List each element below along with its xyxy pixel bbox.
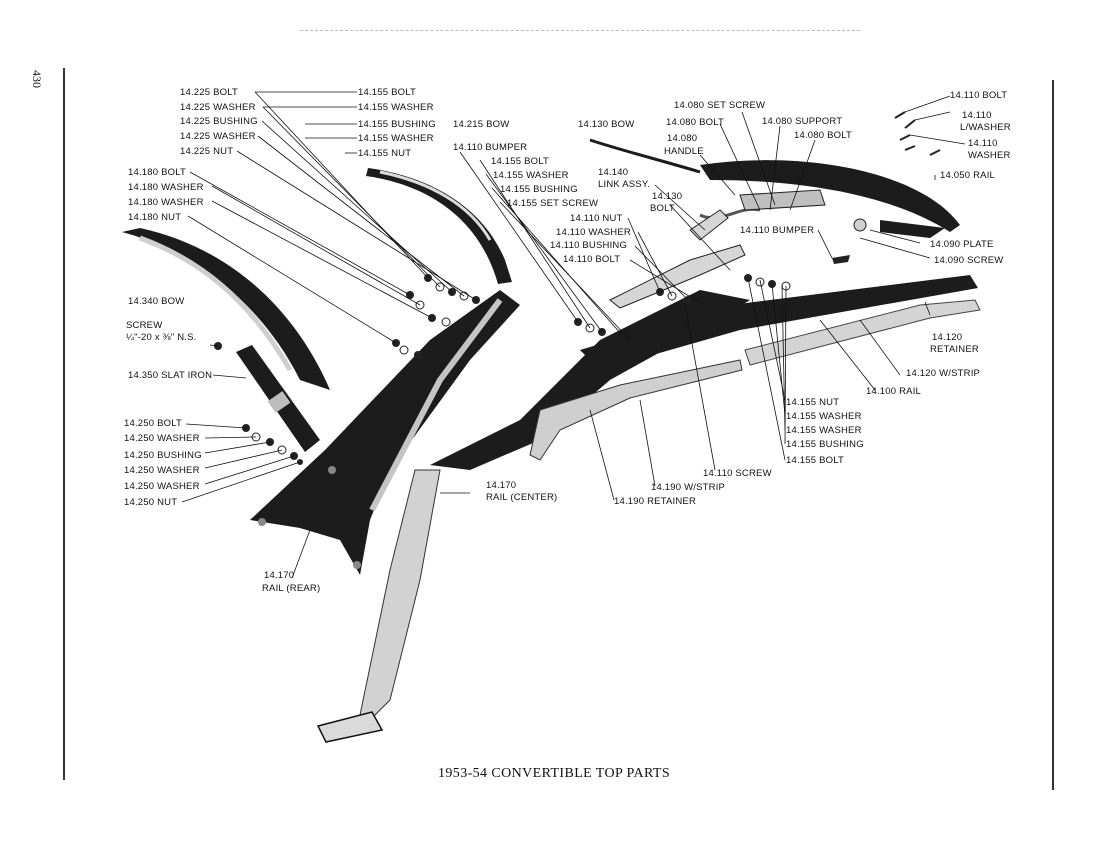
label-14080-bolt: 14.080 BOLT <box>666 117 725 128</box>
small-hardware <box>214 111 941 465</box>
label-14155-bushing-3: 14.155 BUSHING <box>786 439 864 450</box>
label-14110-washer: 14.110 WASHER <box>556 227 631 238</box>
label-14130-bow: 14.130 BOW <box>578 119 635 130</box>
label-14155-washer-3: 14.155 WASHER <box>493 170 569 181</box>
label-14110-bolt: 14.110 BOLT <box>563 254 621 265</box>
label-screw: SCREW <box>126 320 163 331</box>
label-14080-support: 14.080 SUPPORT <box>762 116 843 127</box>
label-14155-washer-4: 14.155 WASHER <box>786 411 862 422</box>
label-14155-bushing-2: 14.155 BUSHING <box>500 184 578 195</box>
label-14140-link-assy: LINK ASSY. <box>598 179 650 190</box>
label-14225-nut: 14.225 NUT <box>180 146 234 157</box>
label-14090-screw: 14.090 SCREW <box>934 255 1004 266</box>
part-14100-rail <box>580 275 981 370</box>
label-14120-number: 14.120 <box>932 332 963 343</box>
label-14090-plate: 14.090 PLATE <box>930 239 994 250</box>
label-14130-bolt-number: 14.130 <box>652 191 683 202</box>
label-14110-washer-r-name: WASHER <box>968 150 1011 161</box>
label-14180-washer: 14.180 WASHER <box>128 182 204 193</box>
part-14170-rail-center <box>316 290 750 743</box>
label-14155-bushing: 14.155 BUSHING <box>358 119 436 130</box>
part-14050-rail <box>700 160 960 238</box>
label-14170-rear-number: 14.170 <box>264 570 295 581</box>
label-14130-bolt-name: BOLT <box>650 203 675 214</box>
label-14250-washer-2: 14.250 WASHER <box>124 465 200 476</box>
label-14190-retainer: 14.190 RETAINER <box>614 496 697 507</box>
part-14190-weatherstrip <box>529 359 743 461</box>
right-margin-rule <box>1052 80 1054 790</box>
label-14155-washer-5: 14.155 WASHER <box>786 425 862 436</box>
label-14110-bolt-2: 14.110 BOLT <box>950 90 1008 101</box>
label-14110-lwasher-number: 14.110 <box>962 110 992 121</box>
label-14155-bolt-3: 14.155 BOLT <box>786 455 845 466</box>
top-scan-rule <box>300 30 860 32</box>
label-14155-nut: 14.155 NUT <box>358 148 412 159</box>
label-14180-nut: 14.180 NUT <box>128 212 182 223</box>
label-14180-bolt: 14.180 BOLT <box>128 167 187 178</box>
part-14170-rail-rear <box>250 290 520 575</box>
leader-lines <box>181 91 966 579</box>
label-14110-screw: 14.110 SCREW <box>703 468 772 479</box>
label-14250-bolt: 14.250 BOLT <box>124 418 183 429</box>
label-14155-washer: 14.155 WASHER <box>358 102 434 113</box>
label-14225-washer: 14.225 WASHER <box>180 102 256 113</box>
label-14080-handle-name: HANDLE <box>664 146 704 157</box>
page-title: 1953-54 CONVERTIBLE TOP PARTS <box>438 766 671 781</box>
part-14080-handle <box>699 189 826 220</box>
label-14155-set-screw: 14.155 SET SCREW <box>507 198 599 209</box>
label-14340-bow: 14.340 BOW <box>128 296 185 307</box>
label-14080-set-screw: 14.080 SET SCREW <box>674 100 766 111</box>
label-14250-washer-3: 14.250 WASHER <box>124 481 200 492</box>
label-14190-wstrip: 14.190 W/STRIP <box>651 482 726 493</box>
label-14120-retainer: RETAINER <box>930 344 979 355</box>
label-14100-rail: 14.100 RAIL <box>866 386 922 397</box>
label-14180-washer-2: 14.180 WASHER <box>128 197 204 208</box>
label-14250-nut: 14.250 NUT <box>124 497 178 508</box>
label-14170-rear-name: RAIL (REAR) <box>262 583 321 594</box>
label-14110-bumper-2: 14.110 BUMPER <box>740 225 815 236</box>
label-14110-lwasher-name: L/WASHER <box>960 122 1011 133</box>
part-14350-slat-iron <box>236 345 320 452</box>
left-margin-rule <box>63 68 65 780</box>
label-screw-size: ¼"-20 x ⅜" N.S. <box>126 332 197 343</box>
label-14155-nut-2: 14.155 NUT <box>786 397 840 408</box>
label-14110-nut: 14.110 NUT <box>570 213 623 224</box>
part-14340-bow <box>122 228 330 390</box>
label-14350-slat-iron: 14.350 SLAT IRON <box>128 370 213 381</box>
label-14250-bushing: 14.250 BUSHING <box>124 450 202 461</box>
label-14120-wstrip: 14.120 W/STRIP <box>906 368 981 379</box>
part-14215-bow <box>366 168 512 284</box>
label-14140-number: 14.140 <box>598 167 629 178</box>
label-14080-handle-number: 14.080 <box>667 133 698 144</box>
label-14170-center-name: RAIL (CENTER) <box>486 492 558 503</box>
part-14130-bow <box>589 138 701 174</box>
label-14225-washer-2: 14.225 WASHER <box>180 131 256 142</box>
label-14155-bolt: 14.155 BOLT <box>358 87 417 98</box>
label-14155-washer-2: 14.155 WASHER <box>358 133 434 144</box>
label-14155-bolt-2: 14.155 BOLT <box>491 156 550 167</box>
label-14170-center-number: 14.170 <box>486 480 517 491</box>
label-14050-rail: 14.050 RAIL <box>940 170 996 181</box>
label-14110-bumper: 14.110 BUMPER <box>453 142 528 153</box>
label-14080-bolt-2: 14.080 BOLT <box>794 130 853 141</box>
label-14110-bushing: 14.110 BUSHING <box>550 240 628 251</box>
label-14225-bolt: 14.225 BOLT <box>180 87 239 98</box>
part-14140-link-assy <box>609 209 746 309</box>
label-14215-bow: 14.215 BOW <box>453 119 510 130</box>
label-14110-washer-r-number: 14.110 <box>968 138 998 149</box>
label-14250-washer: 14.250 WASHER <box>124 433 200 444</box>
label-14225-bushing: 14.225 BUSHING <box>180 116 258 127</box>
